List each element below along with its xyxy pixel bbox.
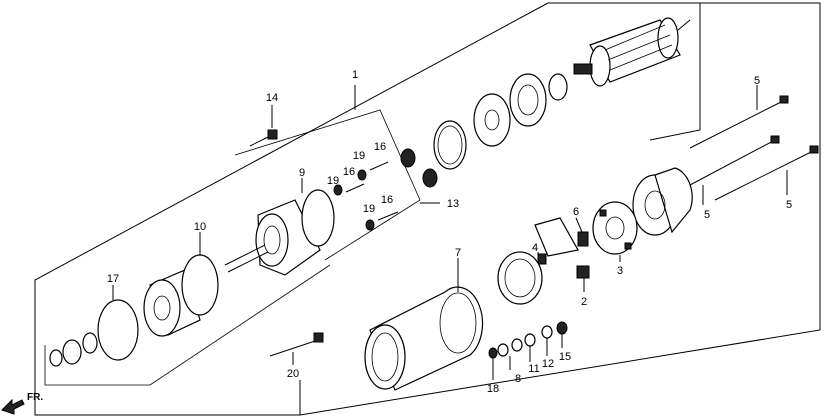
- callout-12: 12: [542, 358, 554, 370]
- bolt-14: [249, 135, 271, 147]
- washer-8b: [511, 338, 523, 352]
- inner-boundary: [548, 2, 701, 141]
- washer-small: [548, 73, 568, 101]
- ring-gear: [433, 120, 467, 170]
- callout-9: 9: [299, 167, 305, 179]
- callout-10: 10: [194, 221, 206, 233]
- bolt-16a: [369, 161, 389, 171]
- callout-5b: 5: [704, 209, 710, 221]
- callout-7: 7: [455, 247, 461, 259]
- bolt-16b: [345, 183, 365, 193]
- through-bolt-3: [714, 149, 816, 201]
- front-direction-arrow: FR.: [1, 392, 43, 415]
- washer-19c: [365, 219, 375, 231]
- brush-plate: [534, 217, 579, 257]
- callout-13: 13: [447, 198, 459, 210]
- callout-8: 8: [515, 373, 521, 385]
- callout-17: 17: [107, 273, 119, 285]
- drive-housing: [224, 199, 321, 276]
- callout-5a: 5: [754, 75, 760, 87]
- bolt-16c: [377, 211, 399, 221]
- nut-15: [556, 321, 568, 335]
- washer-19a: [357, 169, 367, 181]
- callout-2: 2: [581, 296, 587, 308]
- washer-front-2: [62, 339, 82, 365]
- callout-5c: 5: [786, 199, 792, 211]
- callout-16b: 16: [343, 166, 355, 178]
- washer-19b: [333, 184, 343, 196]
- brush-6: [577, 231, 589, 247]
- through-bolt-1: [689, 99, 786, 149]
- rear-cover: [632, 167, 693, 236]
- callout-14: 14: [266, 92, 278, 104]
- callout-16a: 16: [374, 141, 386, 153]
- callout-19b: 19: [327, 175, 339, 187]
- callout-19a: 19: [353, 150, 365, 162]
- subgroup-box: [234, 109, 421, 261]
- washer-12: [541, 325, 553, 339]
- brush-2: [576, 265, 590, 279]
- leader-6: [575, 217, 583, 233]
- callout-3: 3: [617, 265, 623, 277]
- callout-18: 18: [487, 383, 499, 395]
- callout-1: 1: [352, 69, 358, 81]
- bolt-20: [269, 339, 319, 357]
- washer-front-1: [82, 332, 98, 354]
- callout-6: 6: [573, 206, 579, 218]
- plate-washer: [473, 93, 511, 147]
- callout-4: 4: [532, 242, 538, 254]
- ring-17: [97, 299, 139, 361]
- callout-19c: 19: [363, 203, 375, 215]
- fr-label: FR.: [27, 392, 43, 403]
- callout-20: 20: [287, 368, 299, 380]
- planet-gear-2: [422, 168, 438, 188]
- planet-gear-1: [400, 148, 416, 168]
- o-ring-10: [181, 254, 219, 316]
- callout-11: 11: [528, 363, 539, 375]
- callout-15: 15: [559, 351, 571, 363]
- brush-holder: [592, 201, 638, 255]
- washer-8a: [497, 343, 509, 357]
- armature: [573, 17, 691, 87]
- through-bolt-2: [689, 139, 776, 186]
- washer-11: [524, 333, 536, 347]
- yoke-assembly: [364, 286, 484, 391]
- washer-large: [509, 73, 547, 127]
- o-ring-9: [301, 189, 335, 247]
- subgroup-box-lower: [44, 264, 331, 386]
- brush-4: [537, 253, 547, 265]
- washer-18: [488, 347, 498, 359]
- washer-front-3: [49, 349, 63, 367]
- callout-16c: 16: [381, 194, 393, 206]
